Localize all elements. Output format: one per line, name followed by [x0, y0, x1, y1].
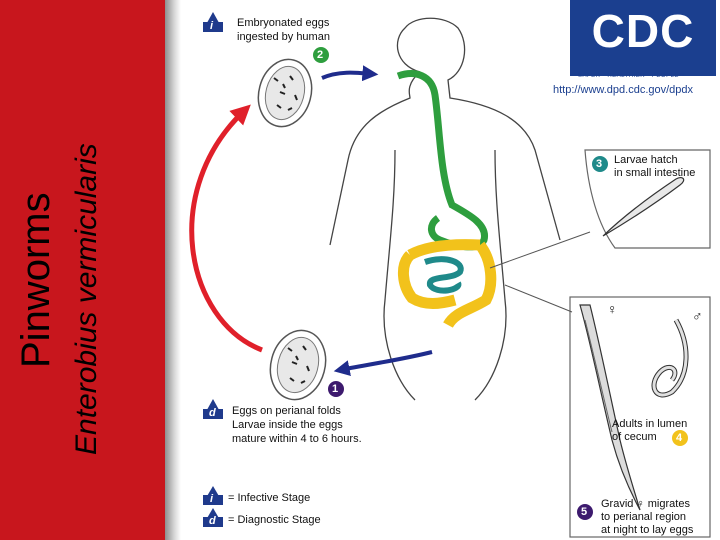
diagnostic-stage-icon — [203, 399, 223, 419]
step-number-2: 2 — [317, 49, 324, 61]
step-5-label-line-3: at night to lay eggs — [601, 524, 694, 536]
step-badge-5 — [577, 504, 593, 520]
cdc-logo: CDC — [570, 0, 716, 76]
legend-diagnostic-text: = Diagnostic Stage — [228, 514, 321, 526]
step-3-label-line-1: Larvae hatch — [614, 154, 678, 166]
embryonated-egg-top — [257, 58, 313, 128]
legend-infective-icon — [203, 486, 223, 505]
step-badge-1 — [328, 381, 344, 397]
adult-worm-panel — [569, 296, 711, 538]
step-badge-2 — [313, 47, 329, 63]
perianal-label-line-3: mature within 4 to 6 hours. — [232, 433, 362, 445]
perianal-label-line-2: Larvae inside the eggs — [232, 419, 343, 431]
title-sidebar — [0, 0, 165, 540]
autoinfection-arrow — [189, 104, 263, 353]
step-number-4: 4 — [676, 432, 683, 444]
infective-stage-icon-top — [203, 12, 223, 32]
step-number-1: 1 — [332, 383, 339, 395]
step-2-label-line-1: Embryonated eggs — [237, 17, 330, 29]
step-4-label-line-1: Adults in lumen — [612, 418, 688, 430]
step-badge-3 — [592, 156, 608, 172]
human-body-outline — [329, 17, 561, 401]
legend-letter-i: i — [210, 493, 214, 505]
larva-pointer — [489, 231, 591, 269]
larva-panel — [584, 149, 711, 249]
stage-letter-i-top: i — [210, 20, 214, 32]
step-5-label-line-2: to perianal region — [601, 511, 687, 523]
legend-diagnostic-icon — [203, 508, 223, 527]
ingestion-arrow — [321, 65, 379, 82]
step-5-label-line-1: Gravid ♀ migrates — [601, 498, 690, 510]
perianal-label-line-1: Eggs on perianal folds — [232, 405, 341, 417]
legend-letter-d: d — [209, 515, 216, 527]
step-number-3: 3 — [596, 158, 603, 170]
step-badge-4 — [672, 430, 688, 446]
cdc-url-link[interactable]: http://www.dpd.cdc.gov/dpdx — [553, 84, 694, 96]
legend-infective-text: = Infective Stage — [228, 492, 311, 504]
stage-letter-d: d — [209, 407, 216, 419]
step-3-label-line-2: in small intestine — [614, 167, 696, 179]
perianal-egg — [269, 329, 327, 401]
small-intestine — [424, 256, 464, 294]
step-2-label-line-2: ingested by human — [237, 31, 330, 43]
large-intestine — [398, 239, 497, 329]
female-symbol: ♀ — [607, 301, 618, 317]
cdc-logo-text: CDC — [591, 5, 695, 57]
larva-worm — [602, 176, 685, 237]
step-number-5: 5 — [581, 506, 588, 518]
cdc-tagline: SAFER · HEALTHIER · PEOPLE™ — [578, 73, 686, 79]
deposition-arrow — [333, 350, 433, 376]
step-4-label-line-2: of cecum — [612, 431, 657, 443]
esophagus-stomach — [396, 70, 488, 251]
male-symbol: ♂ — [692, 308, 703, 324]
adult-pointer — [504, 284, 573, 313]
sidebar-shadow — [165, 0, 181, 540]
female-worm — [579, 304, 641, 511]
